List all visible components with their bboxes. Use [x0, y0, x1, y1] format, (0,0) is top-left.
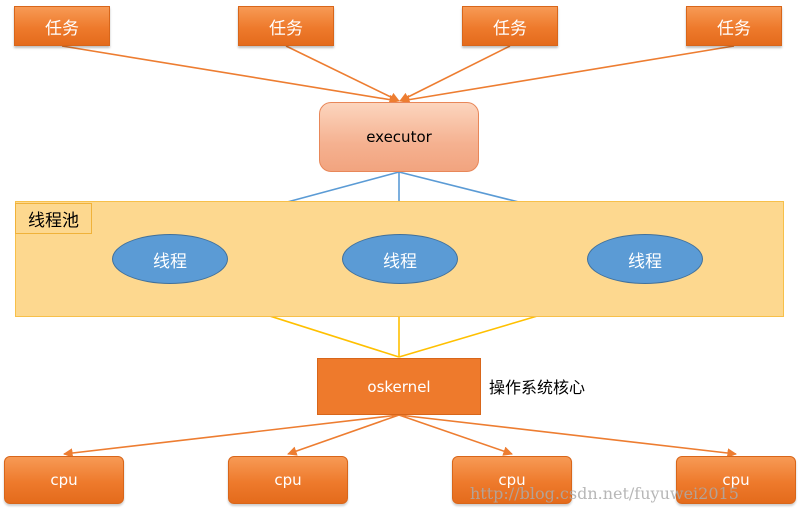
kernel-to-cpu-edge [398, 414, 737, 458]
task-node-4: 任务 [686, 6, 782, 46]
executor-label: executor [366, 128, 432, 146]
task-to-executor-edge [399, 45, 511, 102]
task-to-executor-edge [285, 45, 400, 102]
cpu-node-3: cpu [452, 456, 572, 504]
thread-node-3: 线程 [587, 234, 703, 284]
task-label: 任务 [269, 18, 303, 39]
thread-pool-label: 线程池 [15, 203, 92, 234]
task-node-3: 任务 [462, 6, 558, 46]
thread-label: 线程 [153, 251, 187, 272]
executor-node: executor [319, 102, 479, 172]
task-to-executor-edge [400, 45, 735, 105]
cpu-label: cpu [50, 471, 78, 489]
cpu-node-4: cpu [676, 456, 796, 504]
oskernel-description: 操作系统核心 [489, 378, 586, 397]
task-label: 任务 [45, 18, 79, 39]
task-label: 任务 [717, 18, 751, 39]
kernel-to-cpu-edge [398, 414, 513, 456]
cpu-label: cpu [498, 471, 526, 489]
thread-label: 线程 [628, 251, 662, 272]
task-label: 任务 [493, 18, 527, 39]
kernel-to-cpu-edge [287, 414, 400, 456]
oskernel-node: oskernel [317, 358, 481, 415]
cpu-node-1: cpu [4, 456, 124, 504]
oskernel-label: oskernel [367, 377, 431, 396]
cpu-label: cpu [274, 471, 302, 489]
task-node-2: 任务 [238, 6, 334, 46]
kernel-to-cpu-edge [63, 414, 400, 458]
watermark: http://blog.csdn.net/fuyuwei2015 [470, 484, 739, 503]
thread-node-1: 线程 [112, 234, 228, 284]
cpu-node-2: cpu [228, 456, 348, 504]
thread-node-2: 线程 [342, 234, 458, 284]
task-node-1: 任务 [14, 6, 110, 46]
task-to-executor-edge [61, 45, 399, 105]
cpu-label: cpu [722, 471, 750, 489]
thread-label: 线程 [383, 251, 417, 272]
